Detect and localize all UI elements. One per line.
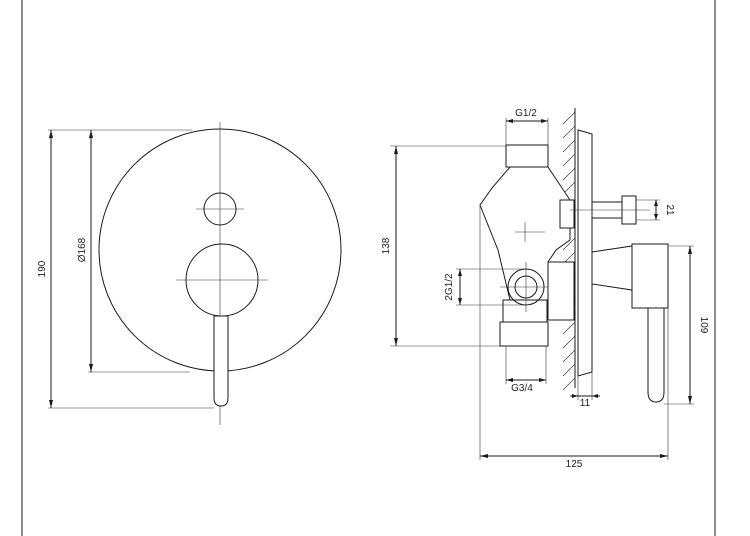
cover-plate-profile xyxy=(577,129,593,377)
valve-body xyxy=(479,144,575,347)
side-view: G1/2 138 2G1/2 G3/4 21 10 xyxy=(381,108,709,470)
dim-outlet-label: 21 xyxy=(664,204,675,216)
dim-side-thread-label: 2G1/2 xyxy=(444,273,455,301)
dim-depth-label: 125 xyxy=(566,459,583,470)
dim-bottom-thread-label: G3/4 xyxy=(511,383,533,394)
outlet-fitting xyxy=(570,195,650,225)
dim-top-thread-label: G1/2 xyxy=(515,108,537,119)
lever xyxy=(213,315,229,407)
dim-handle-drop-label: 109 xyxy=(698,317,709,334)
frame xyxy=(21,0,716,536)
front-view: 190 Ø168 xyxy=(37,122,342,425)
wall-section xyxy=(562,108,576,391)
dim-190-label: 190 xyxy=(37,260,48,277)
dim-plate-label: 11 xyxy=(580,398,591,409)
handle-profile xyxy=(591,243,669,403)
dim-diameter-label: Ø168 xyxy=(77,237,88,262)
dim-138-label: 138 xyxy=(381,237,392,254)
